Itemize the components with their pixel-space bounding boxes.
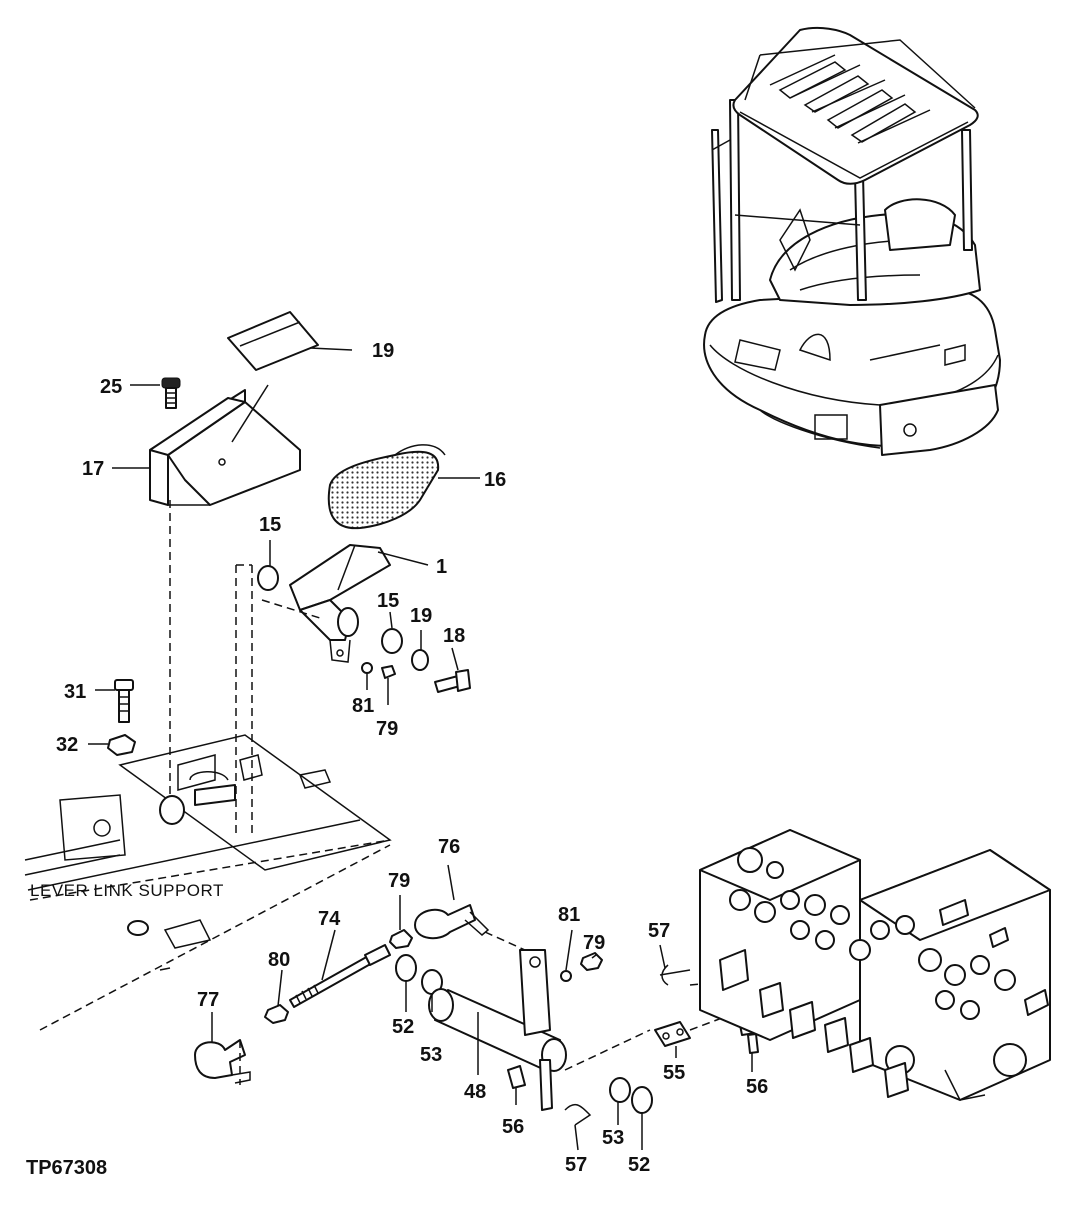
callout-19: 19: [410, 605, 432, 627]
callout-55: 55: [663, 1062, 685, 1084]
callout-32: 32: [56, 734, 78, 756]
bolt-25: [161, 377, 181, 409]
callout-74: 74: [318, 908, 341, 930]
callout-23: 19: [372, 340, 394, 362]
callout-56-a: 56: [502, 1116, 524, 1138]
callout-80: 80: [268, 949, 290, 971]
callout-48: 48: [464, 1081, 486, 1103]
callout-79-b: 79: [388, 870, 410, 892]
pedal-assembly-drawing: [107, 311, 471, 835]
callout-15-a: 15: [259, 514, 281, 536]
figure-id: TP67308: [26, 1157, 107, 1179]
callout-81-a: 81: [352, 695, 374, 717]
bolt-31: [114, 679, 134, 723]
control-valve-drawing: [699, 829, 1051, 1101]
callout-79-a: 79: [376, 718, 398, 740]
callout-17: 17: [82, 458, 104, 480]
callout-1: 1: [436, 556, 447, 578]
callout-labels: 19 25 17 16 15 1 15 19 18 81 79 31 32 LE…: [26, 340, 768, 1179]
callout-52-b: 52: [628, 1154, 650, 1176]
callout-52-a: 52: [392, 1016, 414, 1038]
callout-18: 18: [443, 625, 465, 647]
callout-77: 77: [197, 989, 219, 1011]
bolt-18: [434, 669, 471, 693]
linkage-drawing: [194, 904, 763, 1126]
callout-25: 25: [100, 376, 122, 398]
callout-76: 76: [438, 836, 460, 858]
callout-81-b: 81: [558, 904, 580, 926]
callout-53-a: 53: [420, 1044, 442, 1066]
lever-link-support-caption: LEVER LINK SUPPORT: [30, 881, 224, 900]
callout-57-a: 57: [648, 920, 670, 942]
callout-16: 16: [484, 469, 506, 491]
callout-79-c: 79: [583, 932, 605, 954]
lever-link-support-drawing: [24, 734, 392, 1031]
callout-15-b: 15: [377, 590, 399, 612]
leader-lines: [88, 347, 753, 1151]
callout-57-b: 57: [565, 1154, 587, 1176]
excavator-overview-drawing: [703, 26, 1001, 456]
callout-53-b: 53: [602, 1127, 624, 1149]
callout-31: 31: [64, 681, 86, 703]
callout-56-b: 56: [746, 1076, 768, 1098]
